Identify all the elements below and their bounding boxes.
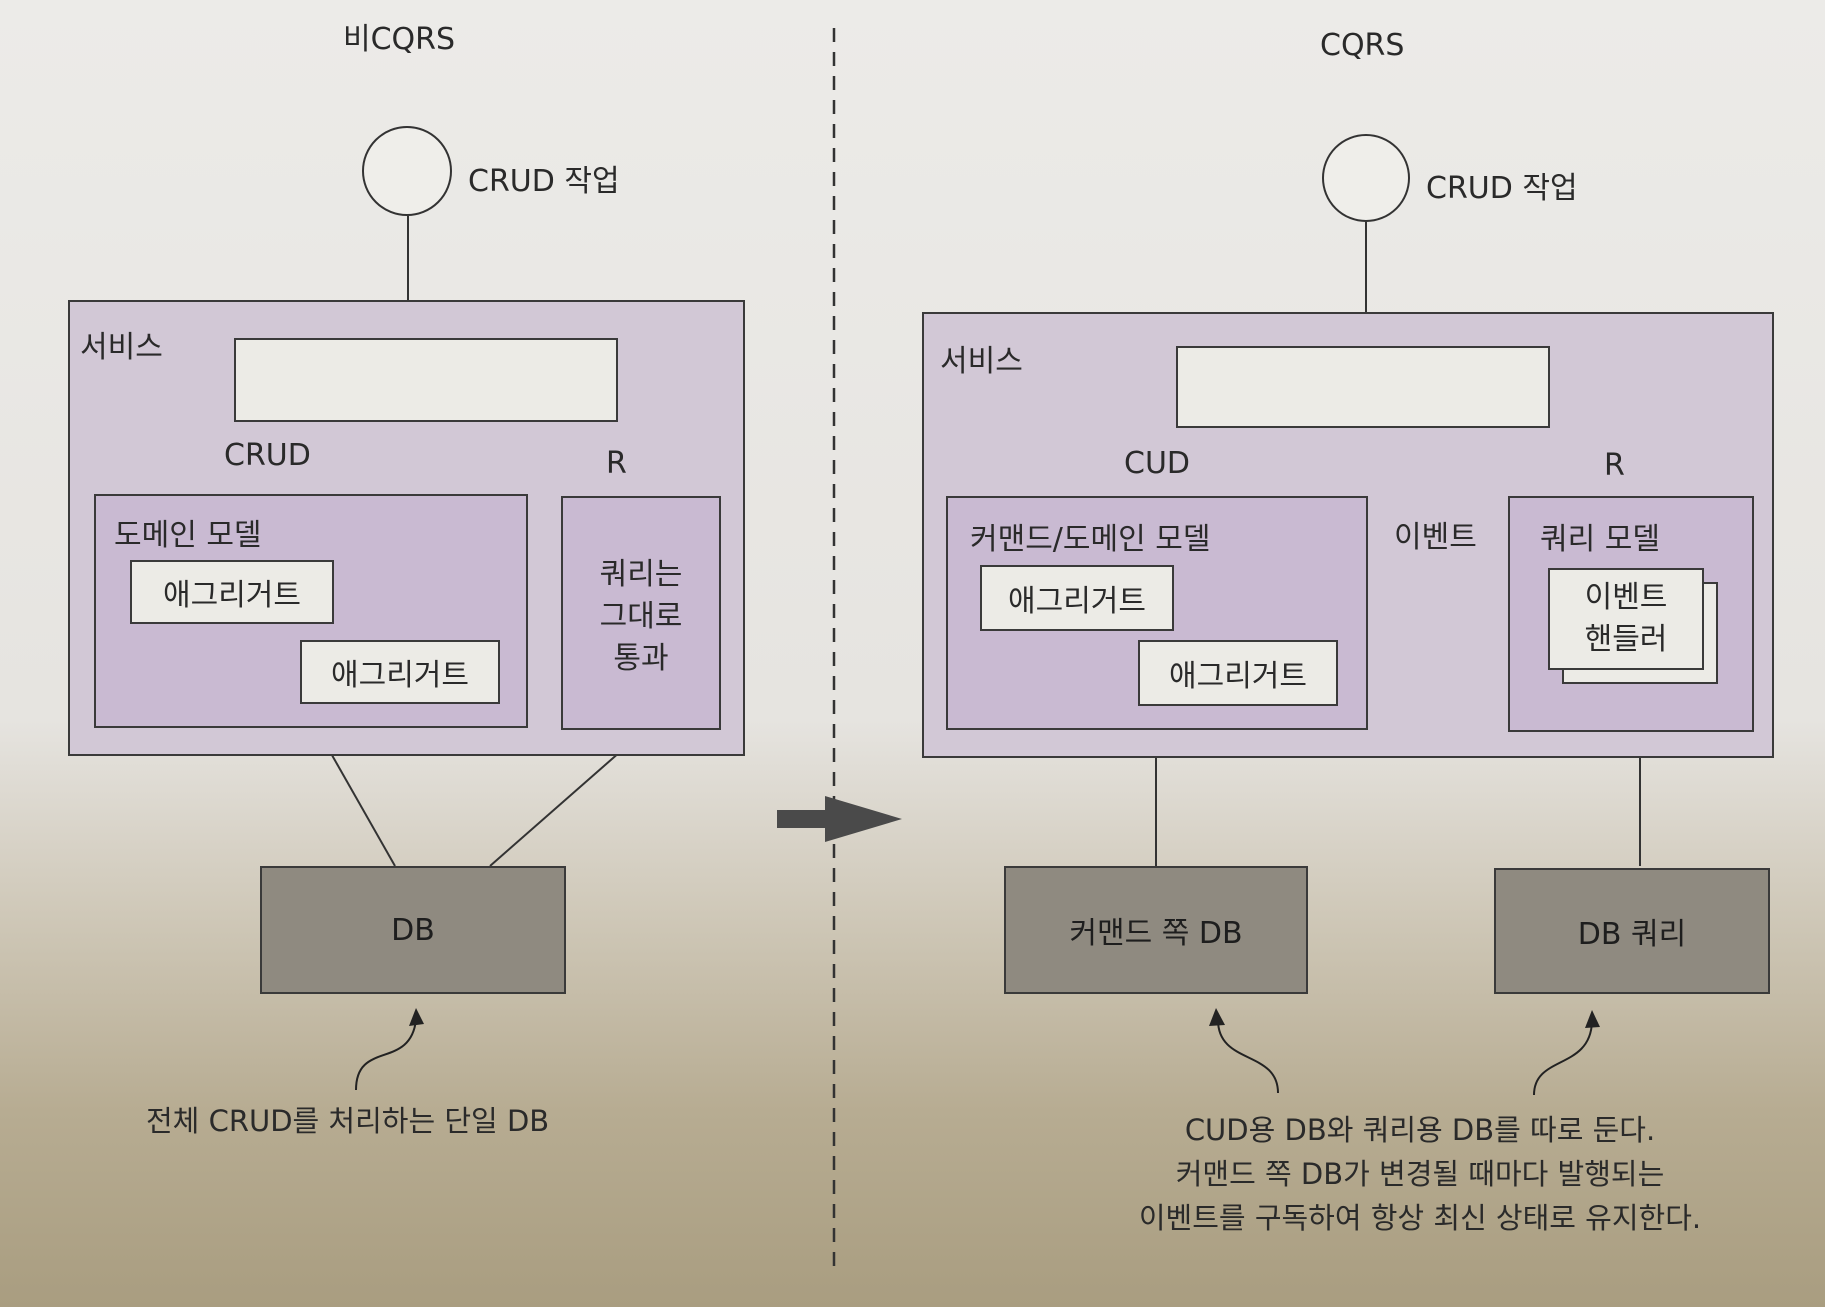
left-query-passthrough-box: 쿼리는 그대로 통과: [561, 496, 721, 730]
left-caption: 전체 CRUD를 처리하는 단일 DB: [146, 1104, 550, 1138]
left-service-api-box: [234, 338, 618, 422]
left-query-passthrough-line-3: 통과: [613, 641, 669, 676]
event-handler-line-1: 이벤트: [1584, 580, 1668, 615]
right-cud-link-label: CUD: [1124, 446, 1191, 481]
right-caption-line-3: 이벤트를 구독하여 항상 최신 상태로 유지한다.: [1138, 1201, 1702, 1235]
right-caption-line-1: CUD용 DB와 쿼리용 DB를 따로 둔다.: [1184, 1113, 1656, 1147]
right-operation-circle-icon: [1322, 134, 1410, 222]
right-caption-pointer-2: [1533, 1021, 1593, 1096]
left-caption-pointer: [355, 1019, 417, 1091]
right-service-api-box: [1176, 346, 1550, 428]
left-single-db: DB: [260, 866, 566, 994]
query-side-db: DB 쿼리: [1494, 868, 1770, 994]
left-caption-arrowhead: [409, 1008, 424, 1026]
right-caption: CUD용 DB와 쿼리용 DB를 따로 둔다. 커맨드 쪽 DB가 변경될 때마…: [1060, 1108, 1780, 1240]
left-read-link-label: R: [606, 446, 627, 481]
transition-arrow-shaft: [777, 810, 827, 828]
right-caption-arrowhead-2: [1585, 1010, 1600, 1028]
left-operation-label: CRUD 작업: [468, 164, 620, 199]
right-aggregate-2: 애그리거트: [1138, 640, 1338, 706]
right-aggregate-1: 애그리거트: [980, 565, 1174, 631]
left-crud-link-label: CRUD: [224, 438, 311, 473]
left-service-label: 서비스: [80, 330, 163, 365]
right-caption-arrowhead-1: [1209, 1008, 1225, 1026]
left-query-passthrough-line-2: 그대로: [599, 599, 683, 634]
right-read-link-label: R: [1604, 448, 1625, 483]
right-command-domain-model-label: 커맨드/도메인 모델: [970, 522, 1211, 557]
event-handler-line-2: 핸들러: [1584, 622, 1668, 657]
event-label: 이벤트: [1394, 520, 1477, 555]
right-title: CQRS: [1320, 28, 1405, 63]
right-caption-line-2: 커맨드 쪽 DB가 변경될 때마다 발행되는: [1175, 1157, 1665, 1191]
left-aggregate-1: 애그리거트: [130, 560, 334, 624]
right-service-label: 서비스: [940, 344, 1023, 379]
left-domain-model-label: 도메인 모델: [114, 518, 262, 553]
command-side-db: 커맨드 쪽 DB: [1004, 866, 1308, 994]
left-query-passthrough-line-1: 쿼리는: [599, 557, 683, 592]
right-operation-label: CRUD 작업: [1426, 171, 1578, 206]
transition-arrow-head: [825, 796, 902, 842]
left-aggregate-2: 애그리거트: [300, 640, 500, 704]
left-title: 비CQRS: [343, 22, 456, 57]
right-query-model-label: 쿼리 모델: [1540, 522, 1660, 557]
event-handler-box: 이벤트 핸들러: [1548, 568, 1704, 670]
right-caption-pointer-1: [1217, 1019, 1279, 1094]
left-operation-circle-icon: [362, 126, 452, 216]
